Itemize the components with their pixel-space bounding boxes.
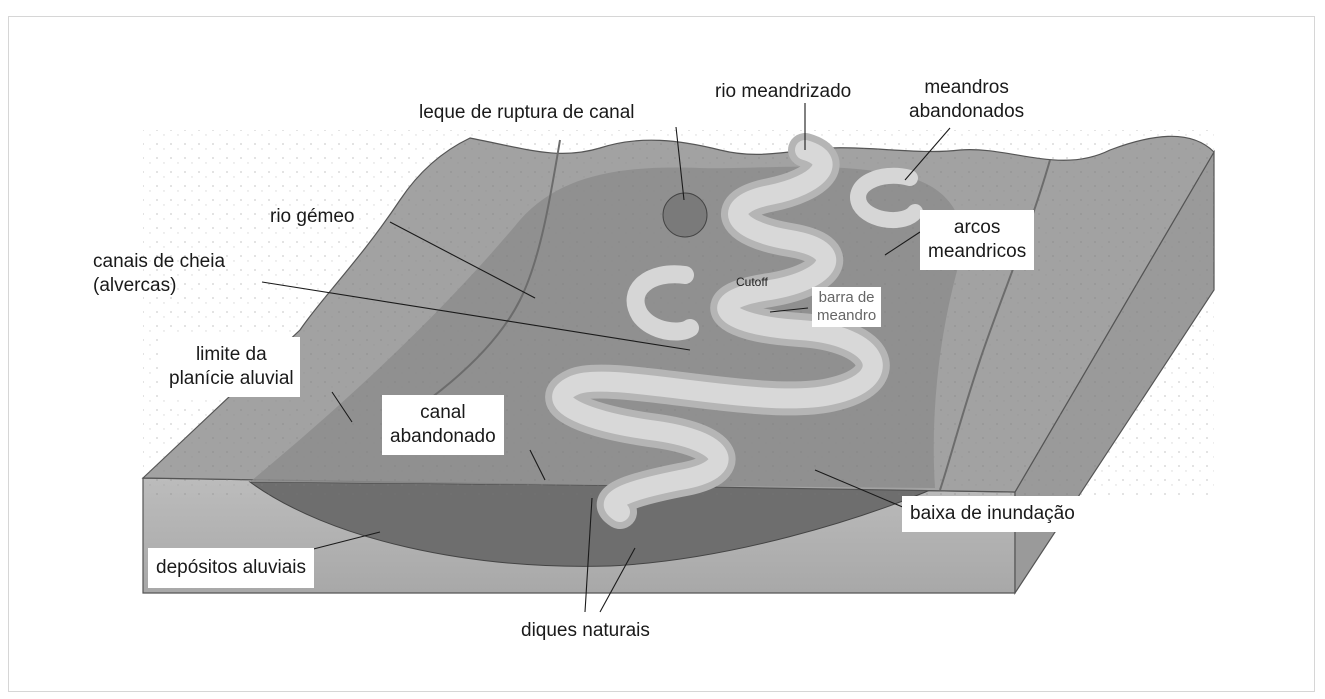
label-depositos-aluviais: depósitos aluviais [148, 548, 314, 588]
crevasse-splay [663, 193, 707, 237]
label-rio-gemeo: rio gémeo [267, 204, 358, 230]
label-rio-meandrizado: rio meandrizado [712, 79, 854, 105]
label-meandros-abandonados: meandros abandonados [906, 75, 1027, 125]
label-cutoff: Cutoff [736, 270, 768, 294]
label-leque: leque de ruptura de canal [416, 100, 638, 126]
label-diques-naturais: diques naturais [518, 618, 653, 644]
label-baixa-de-inundacao: baixa de inundação [902, 496, 1083, 532]
label-barra-de-meandro: barra de meandro [812, 287, 881, 327]
label-arcos-meandricos: arcos meandricos [920, 210, 1034, 270]
label-canal-abandonado: canal abandonado [382, 395, 504, 455]
label-canais-de-cheia: canais de cheia (alvercas) [90, 249, 228, 299]
label-limite-planicie: limite da planície aluvial [163, 337, 300, 397]
